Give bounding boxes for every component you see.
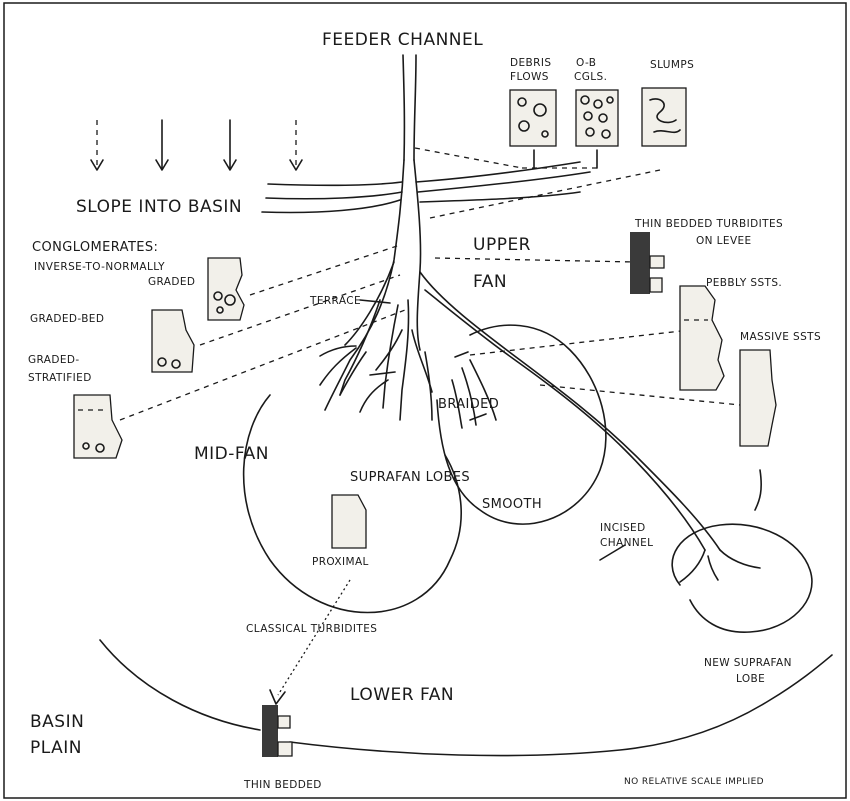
column-ob-cgls: [576, 90, 618, 146]
slope-contours: [262, 162, 590, 213]
label-basin-plain-2: PLAIN: [30, 738, 82, 758]
label-conglomerates: CONGLOMERATES:: [32, 240, 158, 255]
label-ob-cgls-2: CGLS.: [574, 71, 607, 83]
connector-lines: [120, 148, 740, 704]
label-graded-stratified-2: STRATIFIED: [28, 372, 92, 384]
feeder-channel: [403, 55, 416, 160]
column-debris-flows: [510, 90, 556, 146]
label-lower-fan: LOWER FAN: [350, 685, 454, 705]
label-debris-flows-2: FLOWS: [510, 71, 549, 83]
label-pebbly-ssts: PEBBLY SSTS.: [706, 277, 782, 289]
label-basin-plain-1: BASIN: [30, 712, 84, 732]
diagram-frame: [4, 3, 846, 798]
column-graded-stratified: [74, 395, 122, 458]
label-thin-bedded-levee-1: THIN BEDDED TURBIDITES: [634, 218, 783, 230]
column-proximal: [332, 495, 366, 548]
labels: FEEDER CHANNEL DEBRIS FLOWS O-B CGLS. SL…: [28, 30, 821, 791]
column-pebbly-massive: [680, 286, 776, 446]
column-inverse-graded: [208, 258, 244, 320]
label-thin-bedded-levee-2: ON LEVEE: [696, 235, 752, 247]
label-new-suprafan-2: LOBE: [736, 673, 765, 685]
label-smooth: SMOOTH: [482, 497, 542, 512]
label-classical-turbidites: CLASSICAL TURBIDITES: [246, 623, 377, 635]
label-proximal: PROXIMAL: [312, 556, 369, 568]
label-terrace: TERRACE: [309, 295, 361, 307]
label-debris-flows-1: DEBRIS: [510, 57, 551, 69]
label-slope-into-basin: SLOPE INTO BASIN: [76, 197, 242, 217]
label-incised-channel-2: CHANNEL: [600, 537, 653, 549]
column-thin-bedded-levee: [630, 232, 664, 294]
label-suprafan-lobes: SUPRAFAN LOBES: [350, 470, 470, 485]
label-ob-cgls-1: O-B: [576, 57, 596, 69]
column-thin-bedded: [262, 705, 292, 757]
label-inverse-graded-1: INVERSE-TO-NORMALLY: [34, 261, 165, 273]
column-slumps: [642, 88, 686, 146]
label-mid-fan: MID-FAN: [194, 444, 269, 464]
label-upper-fan-2: FAN: [473, 272, 507, 292]
label-graded-stratified-1: GRADED-: [28, 354, 80, 366]
label-new-suprafan-1: NEW SUPRAFAN: [704, 657, 792, 669]
label-slumps: SLUMPS: [650, 59, 694, 71]
label-upper-fan-1: UPPER: [473, 235, 531, 255]
label-massive-ssts: MASSIVE SSTS: [740, 331, 821, 343]
label-braided: BRAIDED: [438, 397, 499, 412]
column-graded-bed: [152, 310, 194, 372]
label-incised-channel-1: INCISED: [600, 522, 646, 534]
label-scale-note: NO RELATIVE SCALE IMPLIED: [624, 777, 764, 787]
slope-arrows: [91, 120, 302, 170]
fan-lobes: [244, 325, 812, 632]
label-inverse-graded-2: GRADED: [148, 276, 195, 288]
label-graded-bed: GRADED-BED: [30, 313, 104, 325]
label-feeder-channel: FEEDER CHANNEL: [322, 30, 483, 50]
label-thin-bedded: THIN BEDDED: [243, 779, 322, 791]
